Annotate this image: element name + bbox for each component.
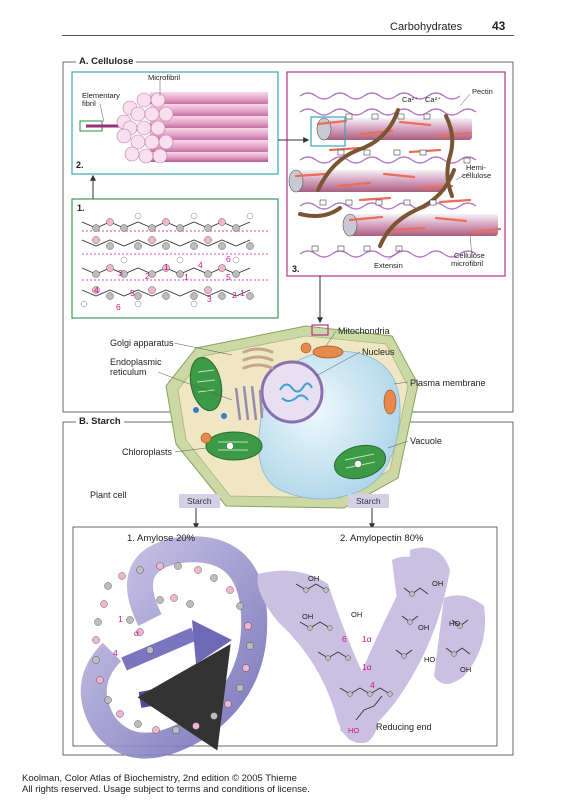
residue-number: 2 <box>232 290 237 300</box>
label-cellulose-microfibril-1: Cellulose <box>454 251 485 260</box>
label-golgi-apparatus: Golgi apparatus <box>110 338 174 348</box>
label-hemicellulose-2: cellulose <box>462 171 492 180</box>
section-a-title: A. Cellulose <box>76 56 137 67</box>
label-nucleus: Nucleus <box>362 347 395 357</box>
label-ca-1: Ca²⁺ <box>402 95 419 104</box>
residue-number: 4 <box>94 285 99 295</box>
amylopectin-ho: HO <box>449 619 461 628</box>
footer-line-2: All rights reserved. Usage subject to te… <box>22 784 310 795</box>
residue-number: 4 <box>198 260 203 270</box>
residue-number: 6 <box>226 254 231 264</box>
amylopectin-oh: OH <box>351 610 363 619</box>
residue-number: 1 <box>240 288 245 298</box>
label-hemicellulose-1: Hemi- <box>466 163 486 172</box>
residue-number: 3 <box>118 268 123 278</box>
amylopectin-number-6: 6 <box>342 634 347 644</box>
label-endoplasmic-2: reticulum <box>110 367 147 377</box>
label-vacuole: Vacuole <box>410 436 442 446</box>
amylopectin-oh: OH <box>308 574 320 583</box>
residue-number: 3 <box>207 294 212 304</box>
starch-badge-right: Starch <box>348 494 389 508</box>
label-mitochondria: Mitochondria <box>338 326 390 336</box>
panel-1-frame <box>71 198 279 319</box>
label-reducing-end: Reducing end <box>376 722 432 732</box>
residue-number: 2 <box>145 271 150 281</box>
label-endoplasmic-1: Endoplasmic <box>110 357 162 367</box>
amylose-number-1: 1 <box>118 614 123 624</box>
amylose-title: 1. Amylose 20% <box>127 533 196 544</box>
label-pectin: Pectin <box>472 87 493 96</box>
amylopectin-oh: OH <box>432 579 444 588</box>
residue-number: 6 <box>116 302 121 312</box>
amylopectin-1alpha: 1α <box>362 634 372 644</box>
header-page-number: 43 <box>492 19 506 33</box>
label-extensin: Extensin <box>374 261 403 270</box>
header-section-title: Carbohydrates <box>390 21 463 33</box>
amylose-helix <box>80 536 268 759</box>
label-elementary-fibril-2: fibril <box>82 99 96 108</box>
amylopectin-ho: HO <box>424 655 436 664</box>
amylopectin-oh: OH <box>302 612 314 621</box>
label-plasma-membrane: Plasma membrane <box>410 378 486 388</box>
amylopectin-ho-end: HO <box>348 726 360 735</box>
amylopectin-1alpha: 1α <box>362 662 372 672</box>
microfibril-bundle <box>116 92 268 164</box>
residue-number: 1 <box>164 262 169 272</box>
amylopectin-structure <box>257 547 486 744</box>
label-plant-cell: Plant cell <box>90 490 127 500</box>
label-chloroplasts: Chloroplasts <box>122 447 173 457</box>
starch-badge-left: Starch <box>179 494 220 508</box>
amylopectin-oh: OH <box>418 623 430 632</box>
section-b-title: B. Starch <box>76 416 124 427</box>
panel-1-number: 1. <box>77 203 85 213</box>
residue-number: 5 <box>226 272 231 282</box>
amylose-alpha: α <box>134 628 139 638</box>
label-cellulose-microfibril-2: microfibril <box>451 259 484 268</box>
panel-2-number: 2. <box>76 160 84 170</box>
residue-number: 5 <box>130 288 135 298</box>
header-rule <box>62 35 514 36</box>
label-microfibril: Microfibril <box>148 73 181 82</box>
amylopectin-number-4: 4 <box>370 680 375 690</box>
amylopectin-oh: OH <box>460 665 472 674</box>
amylopectin-title: 2. Amylopectin 80% <box>340 533 424 544</box>
panel-3-number: 3. <box>292 264 300 274</box>
label-ca-2: Ca²⁺ <box>425 95 442 104</box>
footer-line-1: Koolman, Color Atlas of Biochemistry, 2n… <box>22 773 297 784</box>
plant-cell <box>165 324 419 509</box>
amylose-number-4: 4 <box>113 648 118 658</box>
residue-number: 1 <box>184 272 189 282</box>
label-elementary-fibril-1: Elementary <box>82 91 120 100</box>
